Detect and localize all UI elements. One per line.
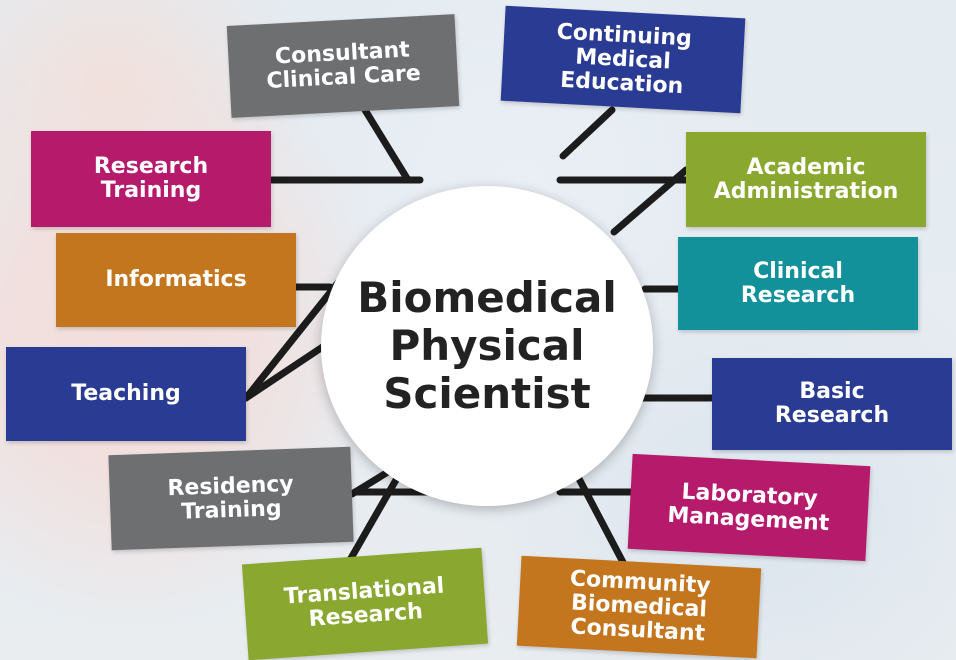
node-academic-administration-label: Academic Administration [713,154,899,204]
node-academic-administration: Academic Administration [686,132,926,227]
node-continuing-medical-education-label: Continuing Medical Education [556,19,693,99]
node-basic-research-label: Basic Research [774,379,890,428]
node-laboratory-management: Laboratory Management [627,453,871,562]
connector-teaching [242,338,334,402]
central-hub: Biomedical Physical Scientist [321,186,653,506]
node-community-biomedical-consultant-label: Community Biomedical Consultant [569,566,712,647]
node-teaching-label: Teaching [71,381,181,406]
node-clinical-research-label: Clinical Research [740,258,856,308]
node-informatics: Informatics [56,233,296,327]
connector-continuing-medical-education [559,106,616,160]
node-consultant-clinical-care-label: Consultant Clinical Care [265,37,422,95]
node-consultant-clinical-care: Consultant Clinical Care [226,14,460,118]
node-teaching: Teaching [6,347,246,441]
node-informatics-label: Informatics [105,267,247,292]
node-translational-research: Translational Research [241,547,489,660]
node-translational-research-label: Translational Research [283,573,446,632]
node-basic-research: Basic Research [712,358,952,450]
hub-label: Biomedical Physical Scientist [357,273,617,418]
node-clinical-research: Clinical Research [678,237,918,330]
node-residency-training: Residency Training [108,446,354,551]
node-laboratory-management-label: Laboratory Management [666,478,830,536]
connector-academic-administration-diagonal [610,166,690,236]
node-research-training: Research Training [31,131,271,227]
node-community-biomedical-consultant: Community Biomedical Consultant [516,555,762,659]
node-residency-training-label: Residency Training [167,471,295,525]
node-continuing-medical-education: Continuing Medical Education [500,5,746,114]
node-research-training-label: Research Training [93,154,209,203]
connector-consultant-clinical-care [361,106,412,184]
